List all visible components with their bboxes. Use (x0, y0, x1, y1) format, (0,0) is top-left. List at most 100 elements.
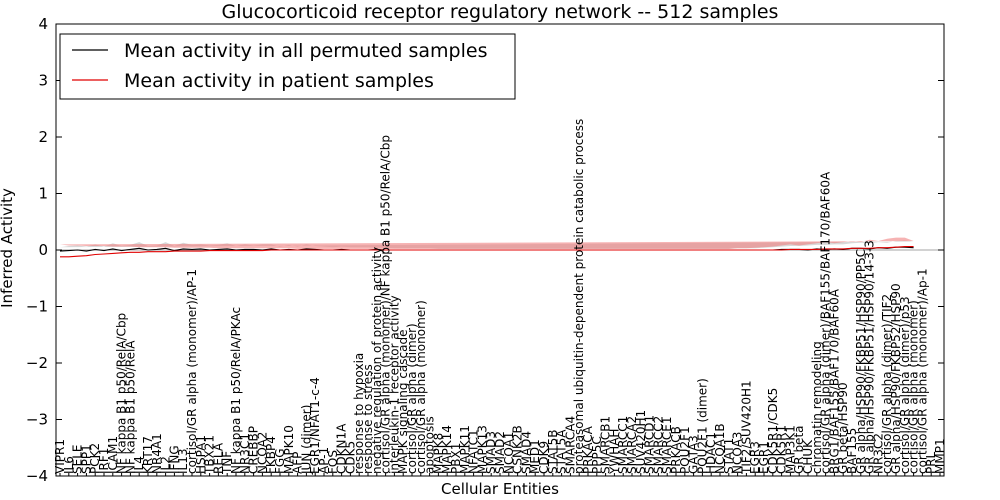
x-tick-label: MAP3K1 (783, 425, 797, 474)
x-tick-label: TIF2/SUV420H1 (739, 380, 753, 475)
y-tick-label: 1 (38, 185, 48, 203)
y-axis-label: Inferred Activity (0, 188, 16, 308)
x-tick-label: POU2F1 (678, 426, 692, 474)
chart-title: Glucocorticoid receptor regulatory netwo… (222, 1, 779, 23)
x-tick-label: MED1 (528, 439, 542, 474)
x-tick-label: proteasomal ubiquitin-dependent protein … (572, 119, 586, 474)
x-tick-label: AP-1 (317, 447, 331, 474)
x-tick-label: EGR3 (748, 441, 762, 474)
x-tick-label: FKBP4 (264, 436, 278, 474)
x-tick-label: HDAC1 (704, 432, 718, 474)
x-tick-label: PRL (924, 451, 938, 474)
x-tick-label: cortisol/GR alpha (dimer)/TIF2 (880, 294, 894, 474)
x-tick-label: STAT5A (555, 429, 569, 474)
y-tick-label: 2 (38, 128, 48, 146)
x-tick-label: BAF155 (845, 428, 859, 474)
x-tick-label: TBX21 (203, 435, 217, 475)
x-tick-label: NR3C1 (238, 433, 252, 474)
x-tick-label: NR3C2 (871, 433, 885, 474)
y-tick-label: 0 (38, 241, 48, 259)
y-tick-label: −1 (26, 298, 48, 316)
x-tick-label: apoptosis (423, 416, 437, 474)
x-tick-label: STAT5B (546, 430, 560, 475)
legend-label-permuted: Mean activity in all permuted samples (124, 40, 487, 62)
x-tick-label: SMARCA2 (625, 416, 639, 474)
y-tick-label: −4 (26, 467, 48, 485)
x-tick-label: CHUK (801, 439, 815, 474)
x-tick-label: GR beta/HSP90 (836, 382, 850, 474)
series-line-patient (60, 246, 914, 258)
x-tick-label: GATA3 (687, 435, 701, 474)
x-tick-label: cortisol/GR alpha (monomer)/NF kappa B1 … (379, 135, 393, 474)
x-tick-label: JUN (dimer) (299, 405, 313, 475)
x-tick-label: SMAD3 (484, 431, 498, 474)
x-tick-label: CDK9 (537, 441, 551, 474)
x-tick-label: cortisol/GR alpha (monomer)/AP-1 (185, 269, 199, 474)
x-tick-label: negative regulation of protein activity (370, 247, 384, 474)
x-tick-label: NCOA1 (502, 432, 516, 474)
x-tick-label: IRF1 (97, 448, 111, 474)
x-tick-label: POU2F1 (dimer) (695, 378, 709, 474)
x-tick-label: FGG (273, 449, 287, 475)
x-tick-label: PCK2 (88, 443, 102, 474)
x-tick-label: NR4A1 (150, 433, 164, 474)
x-tick-label: CSNK2B (511, 425, 525, 474)
x-tick-label: MAPK14 (440, 425, 454, 474)
legend: Mean activity in all permuted samples Me… (59, 33, 516, 100)
x-tick-label: cortisol/GR alpha (monomer) (414, 300, 428, 474)
x-tick-label: CDK5 (343, 441, 357, 474)
x-tick-label: cortisol/GR alpha (dimer)/p53 (898, 296, 912, 474)
x-tick-label: IL6 (62, 456, 76, 474)
legend-box (59, 33, 516, 100)
x-tick-label: NF kappa B1 p50/RelA/PKAc (229, 307, 243, 474)
x-tick-label: IL2 (159, 456, 173, 474)
y-tick-label: −2 (26, 354, 48, 372)
x-tick-label: STAT1 (722, 438, 736, 474)
legend-label-patient: Mean activity in patient samples (124, 70, 434, 92)
x-tick-label: SELE (71, 445, 85, 474)
x-tick-label: CDKN1A (335, 423, 349, 474)
x-tick-label: GR alpha/HSP90/FKBP51/HSP90/14-3-3 (863, 240, 877, 474)
x-tick-label: NF kappa B1 p50/RelA/Cbp (115, 313, 129, 474)
x-tick-label: AFP (291, 452, 305, 474)
x-tick-label: SUV420H1 (634, 410, 648, 474)
x-tick-label: KRT17 (141, 436, 155, 474)
x-tick-label: NF kappa B1 p50/RelA (123, 340, 137, 474)
x-tick-label: SMARCC2 (651, 416, 665, 474)
x-tick-label: chromatin remodeling (810, 341, 824, 474)
x-tick-label: SMAD2 (493, 431, 507, 474)
confidence-bands (60, 237, 914, 249)
x-tick-label: FOS (326, 450, 340, 474)
x-tick-label: cortisol/GR alpha (dimer) (405, 323, 419, 474)
x-tick-label: ICAM1 (106, 436, 120, 474)
x-tick-label: CDK5R1 (775, 425, 789, 474)
x-tick-label: MAPK13 (475, 425, 489, 474)
x-tick-label: GR beta (792, 425, 806, 474)
y-tick-label: 4 (38, 15, 48, 33)
x-tick-label: SMARCB1 (599, 416, 613, 474)
x-tick-label: YWHAH (607, 429, 621, 475)
x-tick-label: BRG1/BAF155/BAF170/BAF60A (827, 288, 841, 474)
x-tick-label: MAPK8 (431, 433, 445, 474)
x-tick-label: EGR1/NFAT1-c-4 (308, 377, 322, 474)
band-patient (60, 237, 914, 249)
x-tick-label: SMARCA4 (563, 416, 577, 474)
x-tick-label: IL13 (176, 449, 190, 475)
x-tick-label: IFNG (167, 445, 181, 474)
x-tick-label: MMP1 (933, 438, 947, 474)
x-tick-label: PBX1 (449, 443, 463, 474)
x-tick-label: CDK5R1/CDK5 (766, 388, 780, 474)
x-tick-label: GR alpha/HSP90/FKBP51/HSP90/PP5C (854, 249, 868, 474)
y-tick-label: 3 (38, 72, 48, 90)
x-axis-label: Cellular Entities (441, 480, 559, 498)
x-tick-label: cortisol/GR alpha (dimer)/BAF155/BAF170/… (819, 171, 833, 474)
series-lines (56, 246, 944, 258)
x-tick-label: NCOA2 (255, 432, 269, 474)
x-tick-label: MAPK10 (282, 425, 296, 474)
x-tick-label: PPP5C (590, 436, 604, 474)
x-tick-label: CREBBP (247, 426, 261, 474)
x-tick-label: SMARCD1 (643, 415, 657, 474)
